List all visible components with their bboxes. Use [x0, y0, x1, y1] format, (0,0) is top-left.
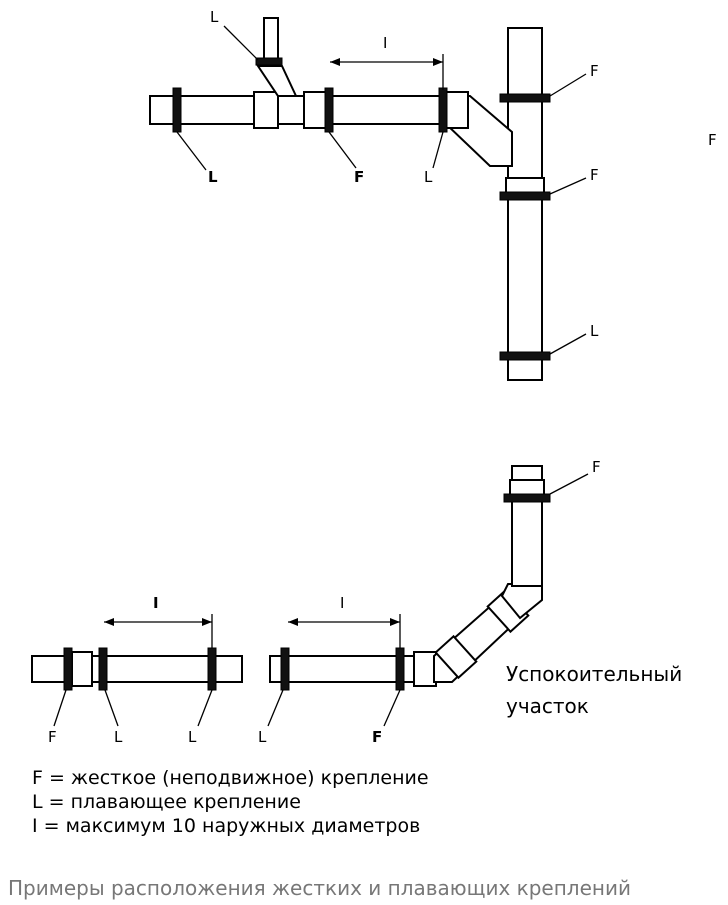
clamp-floating — [499, 351, 551, 361]
clamp-fixed — [395, 647, 405, 691]
horizontal-pipe — [149, 95, 451, 125]
dimension-arrow — [288, 618, 298, 626]
label-fixed: F — [354, 168, 364, 186]
label-floating: L — [590, 322, 599, 340]
dimension-arrow — [202, 618, 212, 626]
legend-floating: L = плавающее крепление — [32, 791, 301, 813]
socket-coupling — [253, 91, 279, 129]
clamp-fixed — [63, 647, 73, 691]
legend-fixed: F = жесткое (неподвижное) крепление — [32, 767, 429, 789]
leader-line — [328, 131, 357, 169]
label-fixed: F — [590, 166, 599, 184]
clamp-floating — [98, 647, 108, 691]
label-fixed: F — [372, 728, 382, 746]
label-fixed: F — [48, 728, 57, 746]
socket-coupling — [303, 91, 329, 129]
inlet-elbow — [256, 65, 298, 97]
bottom-diagram: I I F L L L F F Успокоительный участок — [31, 458, 682, 746]
leader-line — [549, 473, 589, 495]
leader-line — [383, 689, 401, 727]
leader-line — [549, 73, 587, 97]
socket-coupling — [71, 651, 93, 687]
label-floating: L — [424, 168, 433, 186]
dimension-arrow — [433, 58, 443, 66]
leader-line — [267, 689, 284, 727]
clamp-fixed — [324, 87, 334, 133]
clamp-fixed — [499, 191, 551, 201]
horizontal-pipe — [269, 655, 437, 683]
dimension-arrow — [390, 618, 400, 626]
leader-line — [223, 25, 259, 61]
leader-line — [549, 177, 587, 195]
leader-line — [432, 131, 444, 169]
label-fixed: F — [592, 458, 601, 476]
bend-socket — [434, 634, 478, 680]
note-line2: участок — [506, 694, 589, 718]
clamp-floating — [255, 57, 283, 66]
top-diagram: L L F L I F F L F — [149, 8, 717, 381]
label-floating: L — [188, 728, 197, 746]
legend: F = жесткое (неподвижное) крепление L = … — [32, 766, 429, 838]
label-floating: L — [210, 8, 219, 26]
note-line1: Успокоительный — [506, 662, 682, 686]
label-floating: L — [208, 168, 218, 186]
figure-caption: Примеры расположения жестких и плавающих… — [8, 876, 631, 900]
label-interval: I — [340, 594, 344, 612]
clamp-floating — [207, 647, 217, 691]
label-fixed: F — [708, 131, 717, 149]
stack-pipe — [507, 27, 543, 381]
clamp-fixed — [499, 93, 551, 103]
legend-interval: I = максимум 10 наружных диаметров — [32, 815, 421, 837]
clamp-floating — [438, 87, 448, 133]
leader-line — [53, 689, 67, 727]
label-floating: L — [114, 728, 123, 746]
leader-line — [549, 333, 587, 355]
label-interval: I — [153, 594, 159, 612]
label-fixed: F — [590, 62, 599, 80]
tee-socket — [445, 91, 469, 129]
leader-line — [197, 689, 213, 727]
leader-line — [104, 689, 119, 727]
socket-coupling — [413, 651, 437, 687]
dimension-arrow — [104, 618, 114, 626]
label-floating: L — [258, 728, 267, 746]
clamp-floating — [280, 647, 290, 691]
leader-line — [176, 131, 207, 171]
clamp-fixed — [503, 493, 551, 503]
clamp-floating — [172, 87, 182, 133]
dimension-arrow — [330, 58, 340, 66]
label-interval: I — [383, 34, 387, 52]
